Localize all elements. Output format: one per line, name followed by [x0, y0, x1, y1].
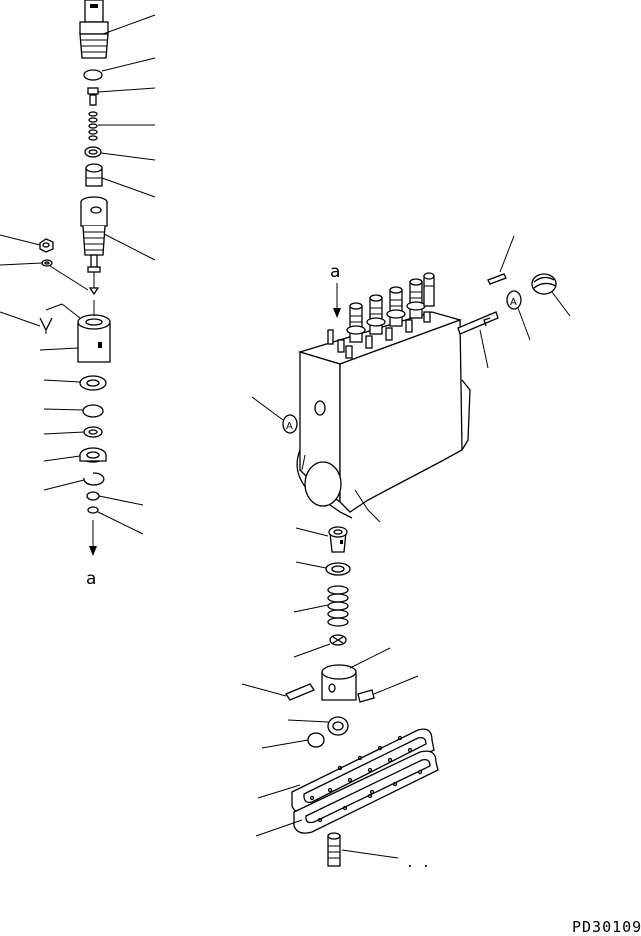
washer-a: A — [506, 290, 531, 341]
fitting-2 — [366, 294, 386, 335]
bottom-cover — [257, 728, 435, 814]
housing-studs — [327, 311, 431, 359]
fitting-3 — [386, 286, 406, 327]
roller-tappet-body — [321, 647, 391, 701]
spacer-ring — [83, 426, 103, 438]
plunger-barrel — [80, 196, 108, 256]
drawing-code: PD30109 — [572, 918, 641, 936]
pin — [487, 235, 515, 285]
leader-lines-left-column — [97, 14, 156, 535]
view-arrow-into-housing — [333, 283, 341, 318]
lower-spring-seat — [293, 634, 347, 658]
snap-ring — [83, 472, 105, 486]
gasket — [84, 146, 102, 158]
small-ring-a — [86, 491, 100, 501]
fitting-5 — [423, 272, 435, 307]
valve-spring — [88, 111, 98, 141]
tappet — [295, 526, 348, 553]
delivery-fittings-row — [327, 272, 435, 359]
plug-screw — [531, 273, 571, 317]
washer — [41, 259, 53, 267]
spring-seat — [79, 375, 107, 391]
bushing — [261, 732, 325, 749]
control-rack — [457, 311, 499, 369]
fitting-4 — [406, 278, 426, 319]
upper-spring-seat — [295, 561, 351, 576]
delivery-valve — [87, 87, 99, 106]
lower-seat — [79, 447, 107, 463]
view-label-top: a — [330, 262, 340, 282]
tappet-pin — [241, 683, 315, 701]
lock-nut — [39, 238, 54, 253]
control-sleeve — [77, 300, 111, 363]
cap-screw — [327, 832, 399, 867]
valve-seat — [85, 163, 103, 187]
leader-lines-left-side — [0, 234, 85, 491]
roller — [287, 716, 349, 736]
o-ring — [83, 69, 103, 81]
delivery-valve-column: a — [0, 0, 156, 589]
delivery-valve-holder — [79, 0, 109, 59]
fitting-1 — [346, 302, 366, 343]
plunger-spring — [293, 585, 349, 627]
clamp-clip — [39, 303, 81, 334]
small-ring-b — [87, 506, 99, 514]
guide-bolt — [357, 675, 419, 703]
leader-dots — [409, 865, 427, 867]
side-washer-a: A — [251, 396, 298, 434]
svg-text:A: A — [510, 297, 517, 308]
view-arrow-down — [89, 520, 97, 556]
pump-housing-assembly: a — [241, 235, 571, 867]
svg-text:A: A — [286, 421, 293, 432]
plunger — [87, 254, 101, 296]
cover-gasket — [255, 750, 439, 837]
view-label-bottom: a — [86, 569, 96, 589]
thin-washer — [82, 404, 104, 418]
pump-housing — [296, 311, 471, 523]
